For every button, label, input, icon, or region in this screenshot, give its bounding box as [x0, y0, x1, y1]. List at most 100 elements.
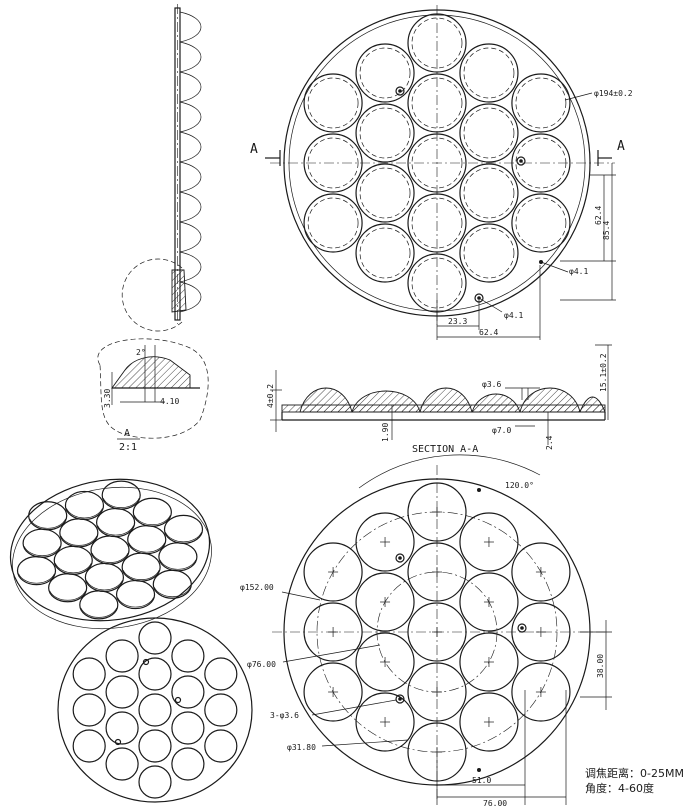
dim-23-3: 23.3 [448, 317, 467, 326]
lens-outline [355, 43, 415, 103]
pcd-lens [459, 632, 519, 692]
side-view-lens-profiles [179, 11, 202, 313]
lens-inner [411, 197, 463, 249]
top-view-lenses [303, 13, 571, 313]
dim-38: 38.00 [596, 654, 605, 678]
lens-outline [355, 223, 415, 283]
plain-lens [105, 675, 139, 709]
lens-outline [407, 133, 467, 193]
plain-lens [138, 621, 172, 655]
iso-lens [48, 573, 88, 603]
plain-lens [72, 729, 106, 763]
pcd-152: φ152.00 [240, 583, 274, 592]
iso-lens-rim [91, 552, 129, 563]
pcd-lens [303, 542, 363, 602]
plain-lens [204, 693, 238, 727]
iso-lens-rim [128, 542, 166, 553]
iso-lens-rim [80, 607, 118, 618]
dim-2-4: 2.4 [545, 435, 554, 450]
lens-inner [307, 137, 359, 189]
iso-lens [64, 490, 105, 521]
lens-inner [515, 137, 567, 189]
mount-hole [142, 658, 150, 666]
detail-letter: A [124, 428, 130, 439]
pcd-lens [459, 692, 519, 752]
iso-lens [16, 556, 57, 586]
iso-lens [90, 535, 130, 565]
pcd-lens [303, 602, 363, 662]
focus-distance-note: 调焦距离：0-25MM [585, 767, 684, 780]
spec-notes: 调焦距离：0-25MM 角度：4-60度 [585, 766, 684, 796]
dim-62-4-horizontal: 62.4 [479, 328, 498, 337]
side-lens-profile [179, 161, 202, 193]
hole-dia-a: φ4.1 [569, 267, 588, 276]
outer-diameter: φ194±0.2 [594, 89, 633, 98]
isometric-view [9, 478, 212, 630]
hole-dia-b: φ4.1 [504, 311, 523, 320]
dim-15-1: 15.1±0.2 [599, 353, 608, 392]
lens-inner [359, 227, 411, 279]
lens-inner [359, 167, 411, 219]
pcd-lens [407, 602, 467, 662]
pcd-lens [303, 662, 363, 722]
iso-lens-rim [122, 569, 160, 580]
iso-lens-rim [18, 573, 55, 584]
dim-51: 51.0 [472, 776, 491, 785]
detail-angle-label: 2° [136, 348, 146, 357]
mount-hole [174, 696, 182, 704]
iso-lens-rim [134, 515, 171, 526]
plain-lens [105, 747, 139, 781]
lens-inner [515, 197, 567, 249]
plain-lens [171, 675, 205, 709]
side-lens-profile [179, 281, 202, 313]
plain-lens [138, 765, 172, 799]
lens-inner [411, 257, 463, 309]
pcd-lens [511, 542, 571, 602]
lens-outline [511, 193, 571, 253]
pcd-lens [407, 542, 467, 602]
plain-lens [171, 747, 205, 781]
plain-lens [204, 729, 238, 763]
lens-outline [407, 73, 467, 133]
pcd-lens [459, 512, 519, 572]
lens-outline [459, 163, 519, 223]
lens-inner [463, 167, 515, 219]
dim-76: 76.00 [483, 799, 507, 807]
side-lens-profile [179, 221, 202, 253]
detail-dim-3-30: 3.30 [103, 389, 112, 408]
iso-lens-rim [102, 497, 140, 508]
side-view [121, 4, 202, 332]
mount-hole [114, 738, 122, 746]
plain-view [57, 617, 253, 803]
pcd-view: 120.0° φ152.00 φ76.00 3-φ3.6 φ31.80 38.0… [240, 454, 612, 807]
lens-outline [459, 223, 519, 283]
iso-lens-rim [159, 559, 197, 570]
iso-lens [132, 497, 172, 527]
iso-lens [95, 507, 136, 538]
iso-lens [121, 552, 161, 582]
pcd-lens [407, 662, 467, 722]
lens-inner [411, 77, 463, 129]
pcd-lens [355, 692, 415, 752]
iso-lens-rim [54, 563, 92, 574]
lens-outline [303, 133, 363, 193]
top-view: A A φ194±0.2 62.4 85.4 φ4.1 φ4.1 23.3 62… [250, 5, 633, 340]
pcd-lens [459, 572, 519, 632]
iso-lens [101, 480, 141, 510]
iso-lens [152, 569, 192, 599]
section-marker-left: A [250, 142, 258, 157]
pcd-lens [355, 632, 415, 692]
detail-a-view: 2° 3.30 4.10 A 2:1 [97, 338, 209, 453]
side-lens-profile [179, 131, 202, 163]
section-view: 4±0.2 1.90 φ3.6 φ7.0 2.4 15.1±0.2 SECTIO… [266, 344, 612, 455]
lens-outline [407, 193, 467, 253]
lens-outline [355, 163, 415, 223]
plain-lens [105, 639, 139, 673]
iso-lens-rim [86, 580, 123, 591]
side-lens-profile [179, 191, 202, 223]
iso-lens-rim [165, 532, 202, 543]
side-lens-profile [179, 251, 202, 283]
iso-lens [59, 518, 99, 548]
section-lens-profiles [281, 387, 606, 413]
section-marker-right: A [617, 139, 625, 154]
